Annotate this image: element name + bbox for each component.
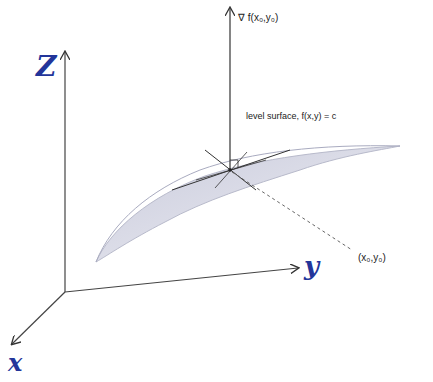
right-angle-mark — [230, 160, 238, 168]
axis-label: x — [8, 350, 22, 376]
z-axis — [64, 52, 65, 292]
y-axis — [65, 268, 298, 292]
surface-label: level surface, f(x,y) = c — [246, 112, 336, 122]
point-label: (x₀,y₀) — [358, 252, 386, 263]
axis-label: y — [304, 252, 319, 281]
tangent-line — [215, 152, 247, 188]
tangent-line — [172, 150, 290, 190]
level-surface — [96, 146, 400, 262]
tangent-line — [196, 160, 266, 180]
axis-label: Z — [36, 52, 56, 83]
x-axis — [12, 292, 65, 344]
gradient-vector — [229, 8, 230, 170]
surface-edge — [96, 146, 400, 262]
gradient-label: ∇ f(x₀,y₀) — [238, 12, 278, 23]
point — [228, 168, 232, 172]
leader-line — [232, 172, 352, 250]
